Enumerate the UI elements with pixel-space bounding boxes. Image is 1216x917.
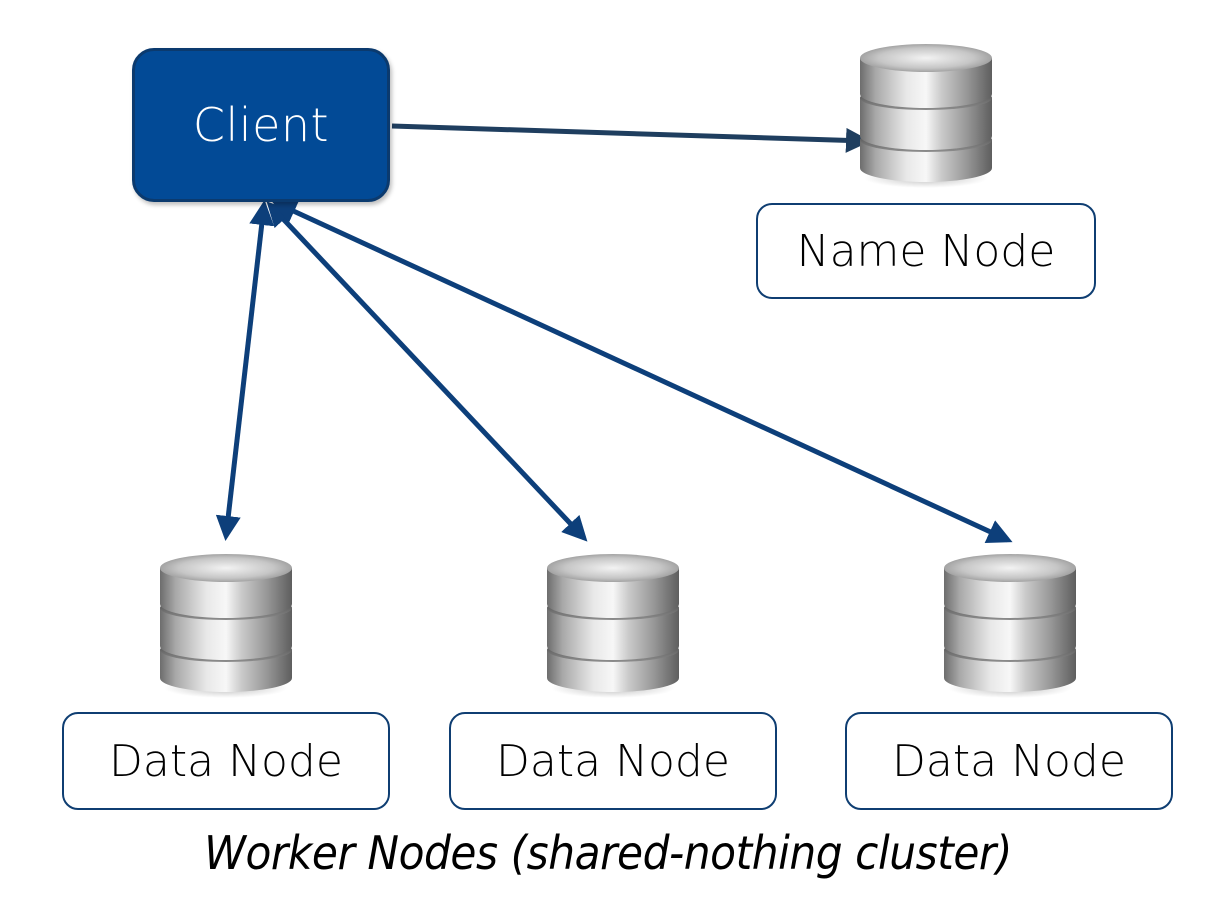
data-node-label-box-2: Data Node [449,712,777,810]
name-node-label-box: Name Node [756,203,1096,299]
edge-client-data-node-1 [215,200,275,541]
data-node-label-box-3: Data Node [845,712,1173,810]
database-icon-name-node [860,44,992,188]
client-node: Client [132,48,390,202]
data-node-label: Data Node [892,735,1126,787]
name-node-label: Name Node [796,225,1056,277]
edge-client-data-node-3 [271,200,1013,543]
database-icon-data-node-2 [547,554,679,698]
database-icon-data-node-1 [160,554,292,698]
database-icon-data-node-3 [944,554,1076,698]
data-node-label: Data Node [496,735,730,787]
edge-client-to-name-node [391,123,871,153]
worker-nodes-caption: Worker Nodes (shared-nothing cluster) [204,826,1012,880]
edge-client-data-node-2 [266,201,588,542]
data-node-label: Data Node [109,735,343,787]
data-node-label-box-1: Data Node [62,712,390,810]
client-label: Client [192,98,330,152]
